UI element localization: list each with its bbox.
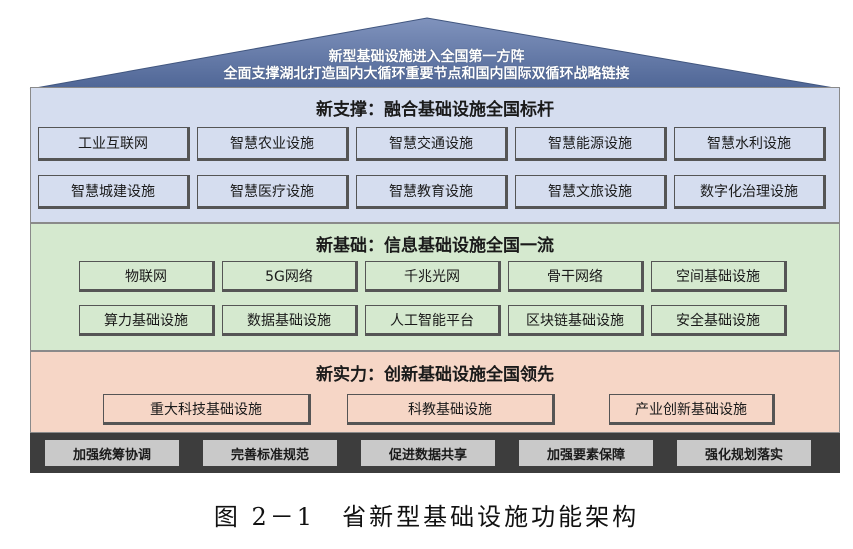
support-item: 智慧城建设施 (38, 175, 190, 209)
base-item: 安全基础设施 (651, 305, 787, 336)
power-item: 产业创新基础设施 (609, 394, 775, 425)
foundation-item: 加强统筹协调 (45, 440, 179, 466)
roof-title: 新型基础设施进入全国第一方阵 (328, 49, 525, 65)
support-item: 智慧文旅设施 (515, 175, 667, 209)
base-layer-title: 新基础：信息基础设施全国一流 (316, 236, 554, 256)
base-item: 空间基础设施 (651, 261, 787, 292)
support-item: 数字化治理设施 (674, 175, 826, 209)
base-item: 数据基础设施 (222, 305, 358, 336)
power-item: 科教基础设施 (347, 394, 555, 425)
power-layer: 新实力：创新基础设施全国领先 重大科技基础设施 科教基础设施 产业创新基础设施 (30, 351, 840, 433)
roof-subtitle: 全面支撑湖北打造国内大循环重要节点和国内国际双循环战略链接 (223, 66, 630, 82)
base-item: 千兆光网 (365, 261, 501, 292)
power-item: 重大科技基础设施 (103, 394, 311, 425)
base-layer: 新基础：信息基础设施全国一流 物联网 5G网络 千兆光网 骨干网络 空间基础设施… (30, 223, 840, 351)
support-item: 智慧农业设施 (197, 127, 349, 161)
base-item: 人工智能平台 (365, 305, 501, 336)
support-item: 智慧医疗设施 (197, 175, 349, 209)
base-item: 骨干网络 (508, 261, 644, 292)
support-item: 工业互联网 (38, 127, 190, 161)
foundation-item: 强化规划落实 (677, 440, 811, 466)
foundation-item: 加强要素保障 (519, 440, 653, 466)
foundation-item: 促进数据共享 (361, 440, 495, 466)
base-item: 区块链基础设施 (508, 305, 644, 336)
figure-caption: 图 2－1 省新型基础设施功能架构 (213, 503, 640, 531)
support-item: 智慧教育设施 (356, 175, 508, 209)
power-layer-title: 新实力：创新基础设施全国领先 (316, 365, 554, 385)
base-item: 物联网 (79, 261, 215, 292)
support-item: 智慧水利设施 (674, 127, 826, 161)
support-item: 智慧交通设施 (356, 127, 508, 161)
base-item: 算力基础设施 (79, 305, 215, 336)
support-item: 智慧能源设施 (515, 127, 667, 161)
support-layer-title: 新支撑：融合基础设施全国标杆 (316, 100, 554, 120)
foundation-item: 完善标准规范 (203, 440, 337, 466)
support-layer: 新支撑：融合基础设施全国标杆 工业互联网 智慧农业设施 智慧交通设施 智慧能源设… (30, 87, 840, 223)
foundation-bar: 加强统筹协调 完善标准规范 促进数据共享 加强要素保障 强化规划落实 (30, 433, 840, 473)
base-item: 5G网络 (222, 261, 358, 292)
